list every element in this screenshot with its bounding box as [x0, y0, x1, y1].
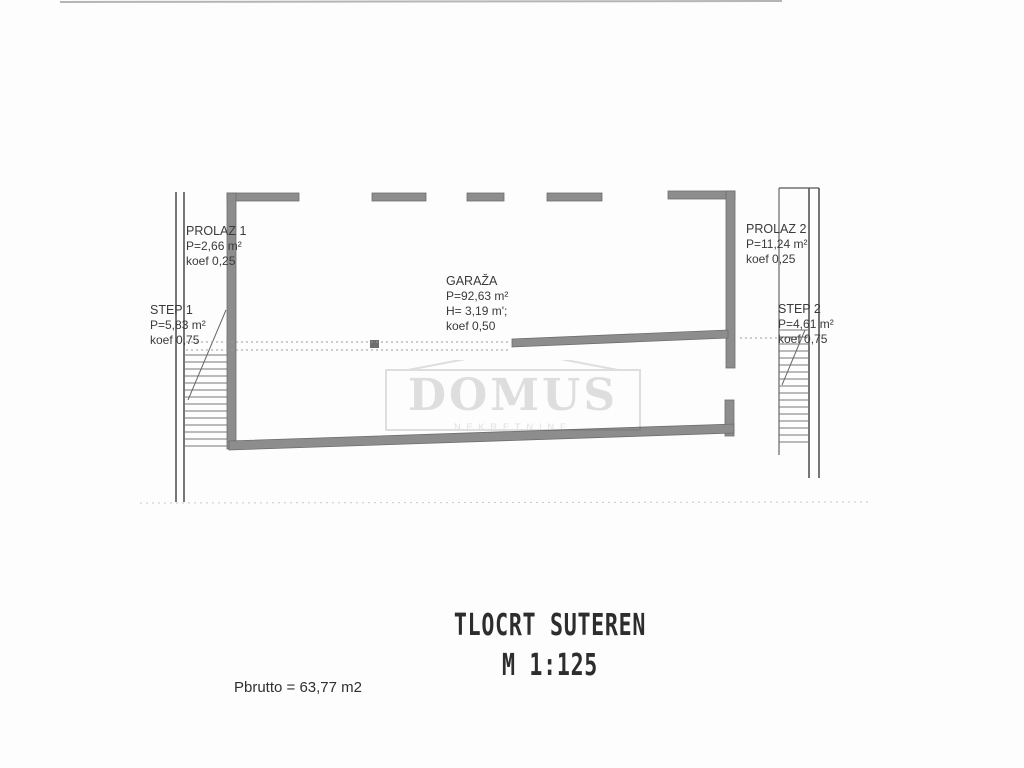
room-label-step-1: STEP 1 P=5,83 m² koef 0,75	[150, 303, 206, 348]
bottom-wall	[228, 423, 735, 451]
room-area: P=2,66 m²	[186, 239, 242, 253]
plan-title: TLOCRT SUTEREN	[453, 608, 647, 643]
domus-watermark: DOMUS NEKRETNINE	[378, 360, 648, 438]
room-label-step-2: STEP 2 P=4,61 m² koef 0,75	[778, 302, 834, 347]
room-height: H= 3,19 m';	[446, 304, 508, 318]
room-name: PROLAZ 2	[746, 222, 807, 236]
ground-dotted-line	[139, 501, 871, 504]
interior-partition-wall	[511, 329, 729, 348]
gross-area-label: Pbrutto = 63,77 m2	[234, 679, 362, 696]
room-name: STEP 2	[778, 302, 821, 316]
right-stair-hatching	[779, 329, 809, 443]
room-coefficient: koef 0,75	[778, 332, 828, 346]
watermark-frame	[385, 360, 641, 431]
garage-walls	[226, 190, 736, 451]
room-name: PROLAZ 1	[186, 224, 247, 238]
room-coefficient: koef 0,50	[446, 319, 496, 333]
top-wall-segment-4	[546, 192, 603, 202]
right-wall-lower	[724, 399, 735, 437]
room-label-prolaz-2: PROLAZ 2 P=11,24 m² koef 0,25	[746, 222, 807, 267]
room-area: P=11,24 m²	[746, 237, 808, 251]
room-coefficient: koef 0,75	[150, 333, 200, 347]
room-name: GARAŽA	[446, 274, 498, 288]
room-area: P=4,61 m²	[778, 317, 834, 331]
room-area: P=5,83 m²	[150, 318, 206, 332]
column-marker	[370, 340, 379, 348]
room-label-garaza: GARAŽA P=92,63 m² H= 3,19 m'; koef 0,50	[446, 274, 508, 334]
plan-scale: M 1:125	[501, 648, 599, 683]
right-stair-arrow-line	[781, 329, 806, 386]
left-stair-arrow-line	[187, 309, 227, 401]
watermark-logo-text: DOMUS	[407, 370, 619, 421]
left-stair-hatching	[184, 354, 232, 447]
right-wall-upper	[725, 190, 736, 369]
watermark-subtext: NEKRETNINE	[453, 422, 572, 432]
room-coefficient: koef 0,25	[186, 254, 236, 268]
room-name: STEP 1	[150, 303, 193, 317]
top-wall-segment-3	[466, 192, 505, 202]
room-label-prolaz-1: PROLAZ 1 P=2,66 m² koef 0,25	[186, 224, 246, 269]
room-coefficient: koef 0,25	[746, 252, 796, 266]
top-wall-segment-5	[667, 190, 736, 200]
top-wall-segment-1	[226, 192, 300, 202]
top-wall-segment-2	[371, 192, 427, 202]
top-border-line	[59, 0, 783, 3]
room-area: P=92,63 m²	[446, 289, 509, 303]
